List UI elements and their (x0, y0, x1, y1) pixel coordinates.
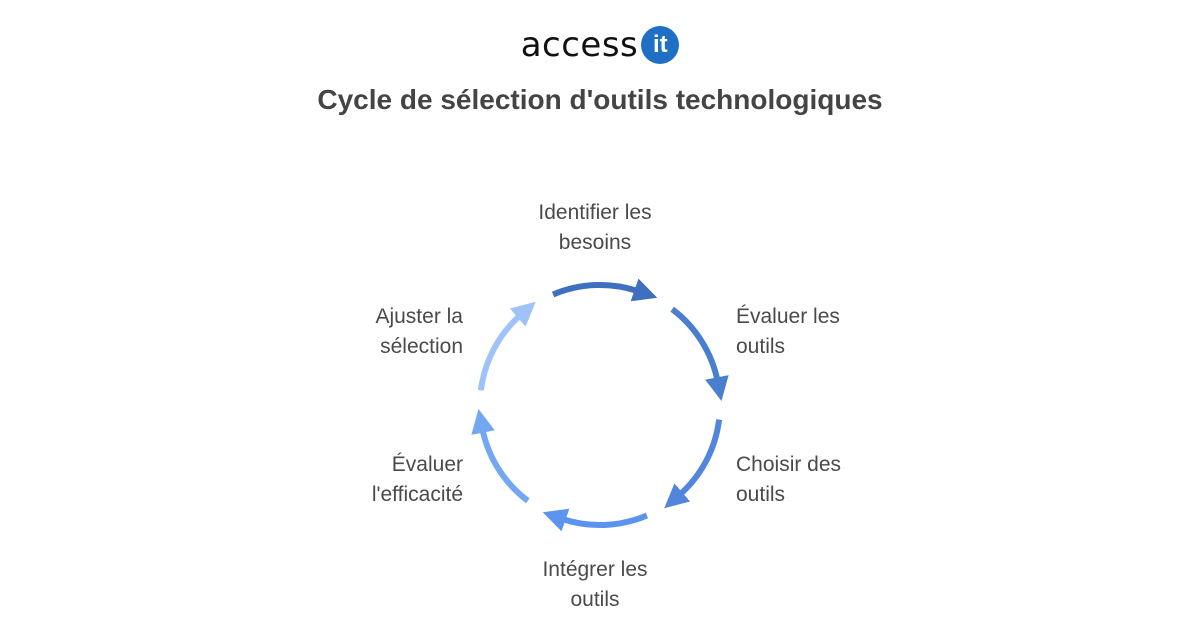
step-choisir-outils: Choisir des outils (736, 453, 842, 506)
logo-text: access (520, 25, 639, 65)
step-integrer-outils: Intégrer les outils (542, 558, 648, 611)
step-ajuster-selection: Ajuster la sélection (375, 305, 463, 358)
step-evaluer-efficacite: Évaluer l'efficacité (371, 453, 463, 506)
step-identifier-besoins: Identifier les besoins (538, 201, 652, 254)
step-evaluer-outils: Évaluer les outils (736, 305, 840, 358)
logo-badge: it (641, 26, 680, 64)
arrow-integrer-to-efficacite (542, 508, 649, 532)
arrow-choisir-to-integrer (664, 419, 723, 509)
page-title: Cycle de sélection d'outils technologiqu… (317, 84, 883, 115)
arrow-efficacite-to-ajuster (471, 409, 530, 504)
arrow-ajuster-to-identifier (477, 301, 536, 391)
access-it-logo: access it (0, 20, 1200, 70)
arrow-evaluer-to-choisir (670, 306, 729, 401)
arrow-identifier-to-evaluer (551, 278, 658, 302)
